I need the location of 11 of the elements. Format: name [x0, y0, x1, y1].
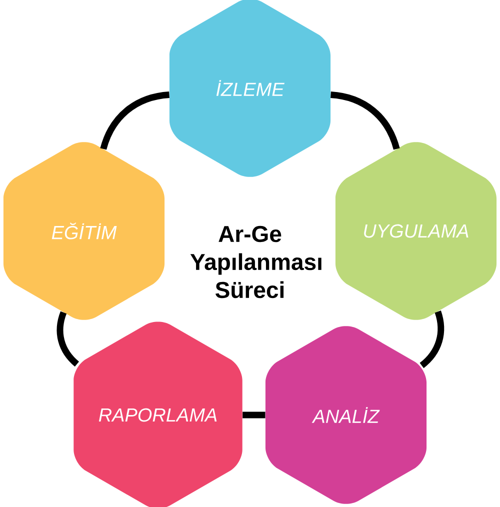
connector-arc	[56, 311, 80, 367]
hexagon: UYGULAMA	[335, 142, 497, 320]
connector-arc	[420, 310, 444, 368]
connector-arc	[242, 412, 266, 418]
hexagon: RAPORLAMA	[74, 322, 242, 507]
hexagon: ANALİZ	[265, 326, 427, 504]
center-title: Ar-Ge Yapılanması Süreci	[190, 226, 322, 298]
connector-arc	[330, 91, 400, 150]
hexagon: İZLEME	[169, 0, 331, 177]
connector-arc	[100, 91, 170, 150]
hexagon: EĞİTİM	[3, 142, 165, 320]
